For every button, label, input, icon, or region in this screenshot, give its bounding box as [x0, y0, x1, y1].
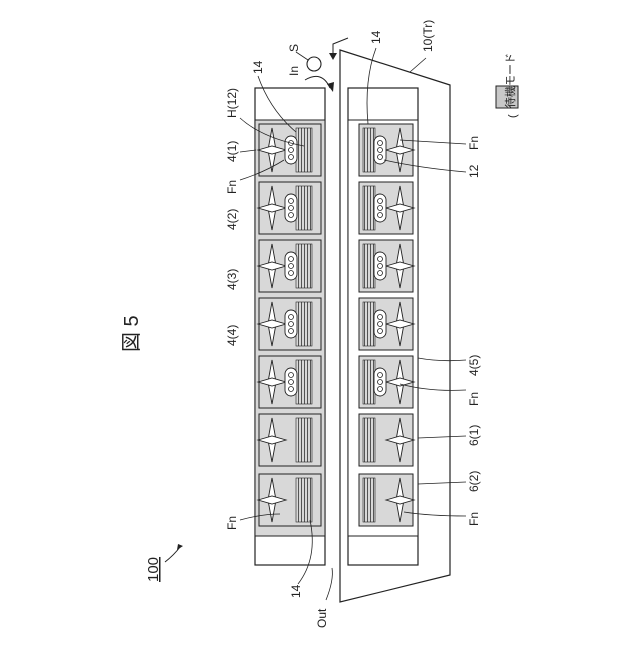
tray-label: 10(Tr) [421, 20, 435, 52]
right-cell-heater-coil-1 [378, 206, 383, 211]
system-arrowhead [177, 544, 183, 550]
left-cell-heater-coil-1 [289, 380, 294, 385]
legend-paren: ( [507, 114, 519, 118]
left-cell-heater-coil-2 [289, 387, 294, 392]
left-cell-fins [296, 302, 312, 346]
right-cell-heater-coil-2 [378, 271, 383, 276]
right-cell-heater-coil-1 [378, 264, 383, 269]
right-cell-fins [363, 302, 375, 346]
left-cell-heater-coil-2 [289, 329, 294, 334]
left-cell-heater-coil-2 [289, 271, 294, 276]
figure-title: 図 5 [121, 315, 143, 352]
left-cell-fins [296, 244, 312, 288]
tray-leader [410, 58, 426, 72]
fin-top-left-label: 14 [251, 60, 265, 74]
fan-right-top-label: Fn [467, 136, 481, 150]
inlet-arrow [305, 76, 330, 88]
left-cell-fins [296, 418, 312, 462]
left-cell-heater-coil-1 [289, 148, 294, 153]
right-cell-heater-coil-0 [378, 257, 383, 262]
unit-2-label: 4(2) [225, 209, 239, 230]
left-cell-heater-coil-0 [289, 257, 294, 262]
right-cell-heater-coil-0 [378, 373, 383, 378]
fan-left-top-label: Fn [225, 180, 239, 194]
left-cell-fins [296, 478, 312, 522]
left-cell-fins [296, 360, 312, 404]
sensor-circle [307, 57, 321, 71]
right-cell-fins [363, 244, 375, 288]
unit-5-leader [418, 358, 466, 361]
fin-bottom-label: 14 [289, 584, 303, 598]
unit-3-label: 4(3) [225, 269, 239, 290]
unit-4-label: 4(4) [225, 325, 239, 346]
right-cell-fins [363, 418, 375, 462]
aux-2-label: 6(2) [467, 471, 481, 492]
left-cell-fins [296, 186, 312, 230]
aux-1-leader [418, 436, 466, 438]
fan-right-bottom-label: Fn [467, 512, 481, 526]
right-cell-heater-coil-2 [378, 213, 383, 218]
right-cell-fins [363, 478, 375, 522]
aux-1-label: 6(1) [467, 425, 481, 446]
left-cell-heater-coil-2 [289, 155, 294, 160]
right-cell-heater-coil-2 [378, 155, 383, 160]
left-cell-heater-coil-1 [289, 206, 294, 211]
system-label: 100 [145, 557, 162, 582]
right-cell-fins [363, 128, 375, 172]
heater-right-label: 12 [467, 164, 481, 178]
left-cell-heater-coil-1 [289, 264, 294, 269]
unit-1-leader [240, 150, 256, 152]
unit-1-label: 4(1) [225, 141, 239, 162]
unit-5-label: 4(5) [467, 355, 481, 376]
outlet-label: Out [315, 608, 329, 628]
outlet-leader [326, 568, 332, 600]
heater-label: H(12) [225, 88, 239, 118]
left-cell-heater-coil-0 [289, 373, 294, 378]
right-cell-heater-coil-2 [378, 329, 383, 334]
right-cell-fins [363, 360, 375, 404]
left-cell-heater-coil-2 [289, 213, 294, 218]
fan-right-mid-label: Fn [467, 392, 481, 406]
left-cell-heater-coil-1 [289, 322, 294, 327]
right-cell-heater-coil-0 [378, 199, 383, 204]
right-cell-heater-coil-2 [378, 387, 383, 392]
right-cell-heater-coil-1 [378, 148, 383, 153]
right-cell-heater-coil-1 [378, 322, 383, 327]
legend-label: 待機モード [503, 53, 517, 108]
right-cell-heater-coil-0 [378, 141, 383, 146]
sensor-flag-arrow [329, 53, 337, 60]
right-cell-fins [363, 186, 375, 230]
fan-left-bottom-label: Fn [225, 516, 239, 530]
aux-2-leader [418, 482, 466, 484]
left-cell-fins [296, 128, 312, 172]
right-cell-heater-coil-1 [378, 380, 383, 385]
left-cell-heater-coil-0 [289, 199, 294, 204]
sensor-label: S [287, 44, 301, 52]
fin-top-right-label: 14 [369, 30, 383, 44]
right-cell-heater-coil-0 [378, 315, 383, 320]
sensor-leader [296, 52, 308, 60]
inlet-label: In [287, 66, 301, 76]
left-cell-heater-coil-0 [289, 315, 294, 320]
